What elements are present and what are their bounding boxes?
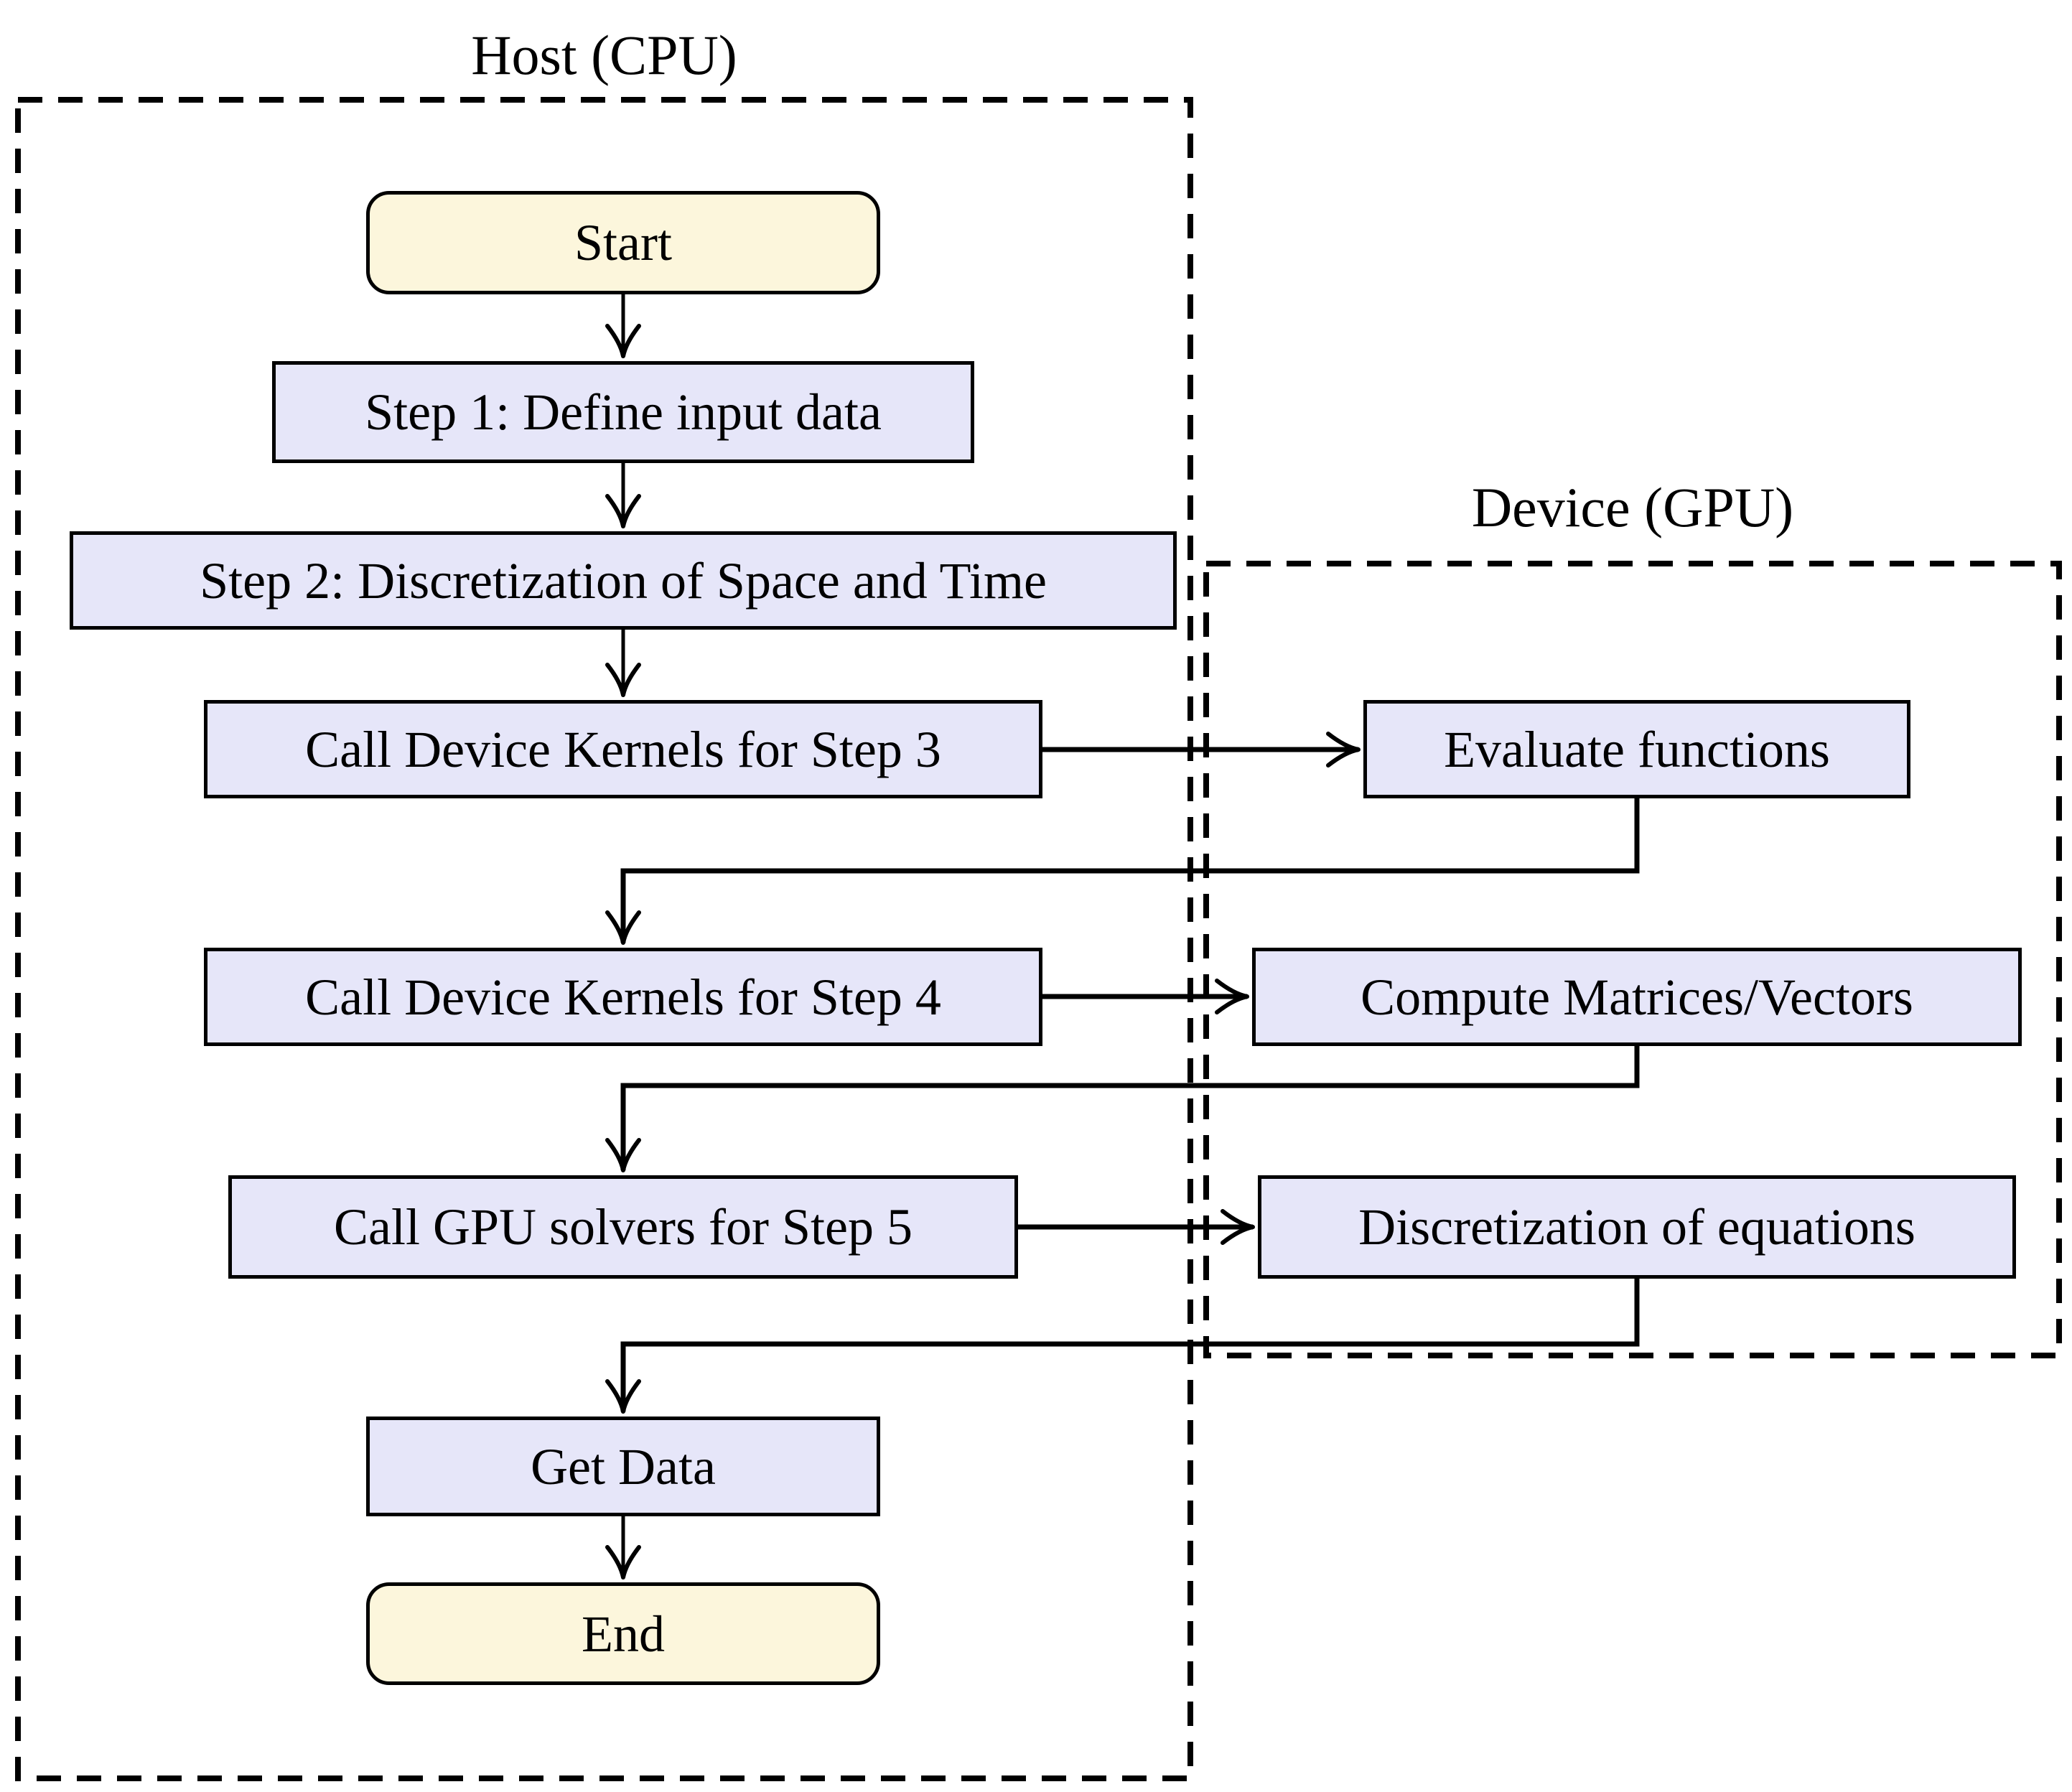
host-cpu-boundary [15, 97, 1193, 1781]
step1-define-input-node: Step 1: Define input data [272, 361, 974, 463]
device-gpu-title: Device (GPU) [1471, 476, 1794, 538]
call-kernels-step3-node: Call Device Kernels for Step 3 [204, 700, 1042, 798]
step2-discretization-node: Step 2: Discretization of Space and Time [70, 531, 1177, 630]
get-data-node: Get Data [366, 1417, 880, 1516]
return-evaluate-to-step4 [605, 798, 1640, 945]
evaluate-functions-node: Evaluate functions [1363, 700, 1910, 798]
return-compute-to-step5 [605, 1046, 1640, 1172]
device-gpu-boundary [1203, 561, 2062, 1358]
host-cpu-title: Host (CPU) [471, 24, 737, 86]
compute-matrices-vectors-node: Compute Matrices/Vectors [1252, 948, 2022, 1046]
end-node: End [366, 1582, 880, 1685]
return-discretize-to-getdata [605, 1279, 1640, 1414]
call-kernels-step4-node: Call Device Kernels for Step 4 [204, 948, 1042, 1046]
start-node: Start [366, 191, 880, 294]
call-gpu-solvers-step5-node: Call GPU solvers for Step 5 [228, 1175, 1018, 1279]
discretization-of-equations-node: Discretization of equations [1258, 1175, 2016, 1279]
